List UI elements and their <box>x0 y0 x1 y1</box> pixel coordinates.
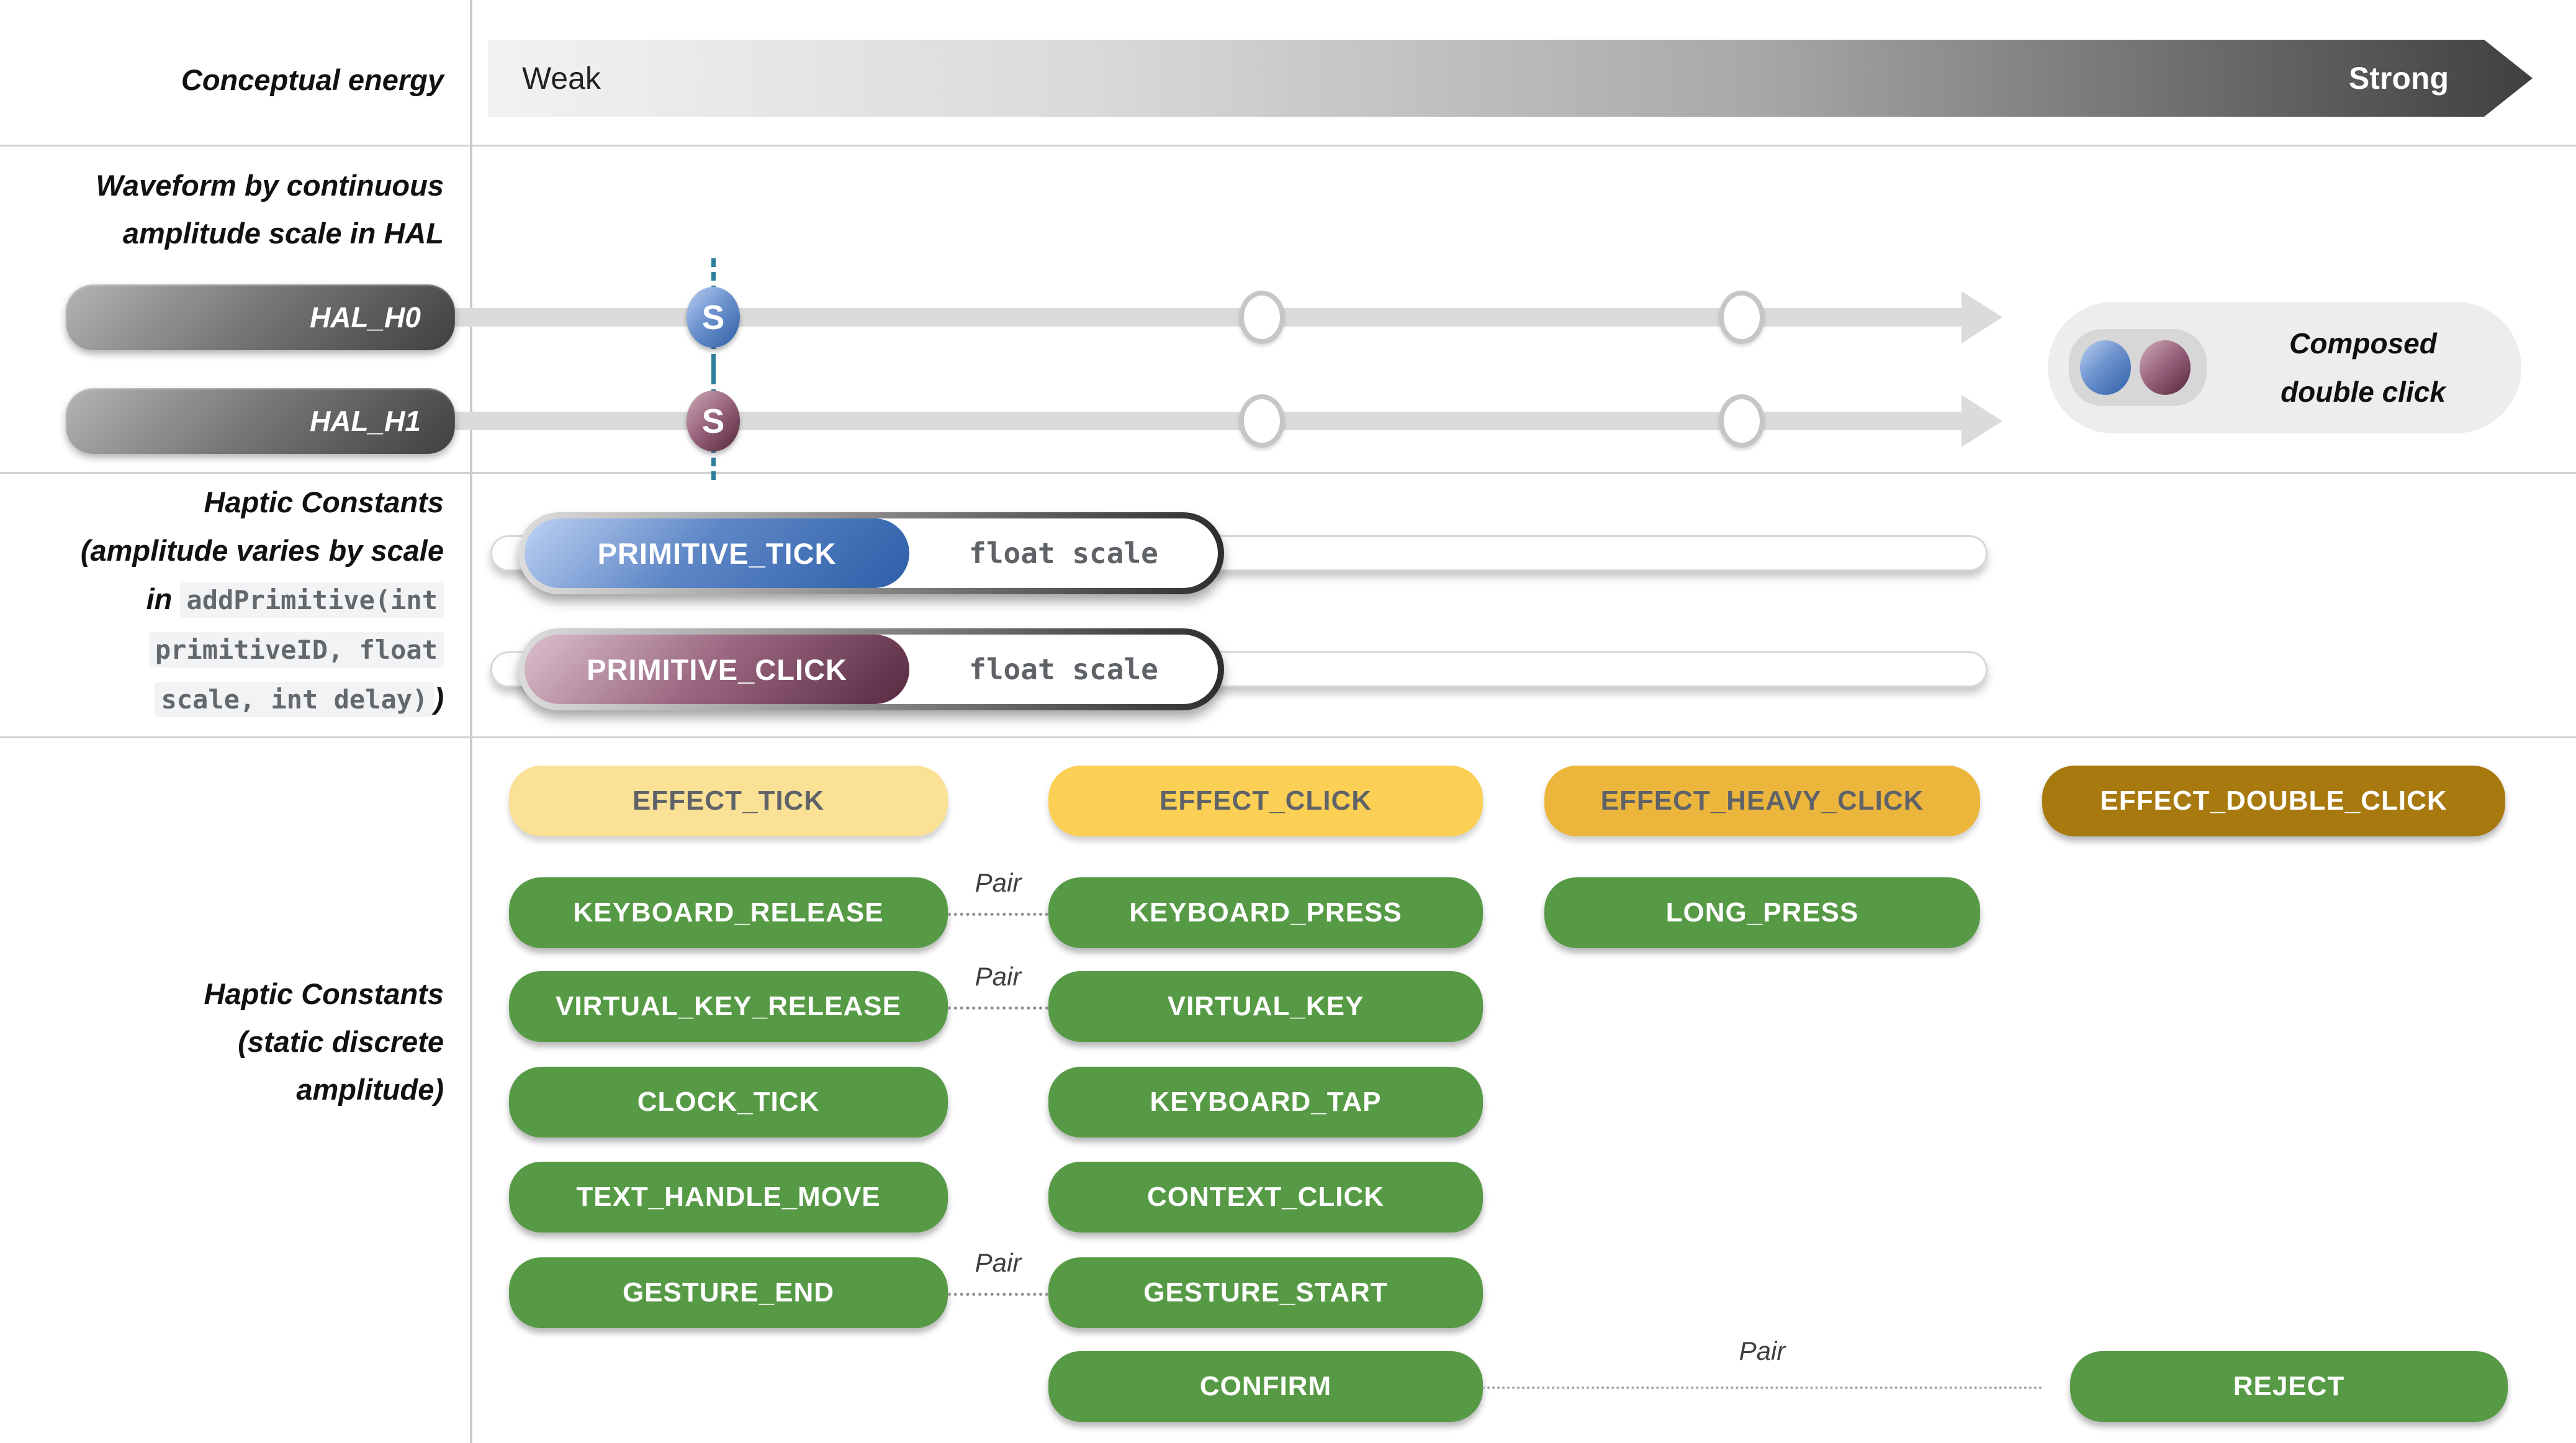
long-press-badge: LONG_PRESS <box>1544 877 1980 948</box>
confirm-badge: CONFIRM <box>1048 1351 1483 1422</box>
timeline-node-icon <box>1239 394 1285 448</box>
composed-dots-chip <box>2069 329 2207 406</box>
gesture-end-badge: GESTURE_END <box>509 1257 948 1328</box>
waveform-label: Waveform by continuous amplitude scale i… <box>0 161 444 257</box>
pair-label: Pair <box>975 1248 1022 1277</box>
primitives-label-code-line3: scale, int delay)) <box>0 674 444 724</box>
scale-marker-h0: S <box>687 287 740 348</box>
reject-badge: REJECT <box>2070 1351 2508 1422</box>
primitives-label-title: Haptic Constants <box>204 486 444 518</box>
timeline-node-icon <box>1239 291 1285 344</box>
virtual-key-badge: VIRTUAL_KEY <box>1048 971 1483 1042</box>
gesture-start-badge: GESTURE_START <box>1048 1257 1483 1328</box>
keyboard-tap-badge: KEYBOARD_TAP <box>1048 1067 1483 1138</box>
weak-label: Weak <box>522 61 601 96</box>
row-divider-2 <box>0 472 2576 474</box>
primitive-tick-capsule: PRIMITIVE_TICK float scale <box>518 512 1224 594</box>
primitive-tick-pill: PRIMITIVE_TICK <box>525 518 909 588</box>
column-divider <box>470 0 472 1443</box>
blue-dot-icon <box>2080 340 2131 395</box>
primitives-label-code-line2: primitiveID, float <box>0 625 444 674</box>
composed-label: Composed double click <box>2214 319 2512 416</box>
context-click-badge: CONTEXT_CLICK <box>1048 1162 1483 1233</box>
strong-label: Strong <box>2348 61 2449 96</box>
static-constants-label-line1: Haptic Constants <box>204 977 444 1010</box>
hal-h1-arrowhead-icon <box>1961 395 2002 447</box>
clock-tick-badge: CLOCK_TICK <box>509 1067 948 1138</box>
primitives-label: Haptic Constants (amplitude varies by sc… <box>0 478 444 724</box>
primitive-tick-capsule-inner: PRIMITIVE_TICK float scale <box>525 518 1218 588</box>
code-scale-delay: scale, int delay) <box>155 682 435 717</box>
effect-heavy-click-badge: EFFECT_HEAVY_CLICK <box>1544 766 1980 836</box>
virtual-key-release-badge: VIRTUAL_KEY_RELEASE <box>509 971 948 1042</box>
waveform-label-line1: Waveform by continuous <box>96 169 444 202</box>
static-constants-label: Haptic Constants (static discrete amplit… <box>0 970 444 1113</box>
hal-h0-arrowhead-icon <box>1961 291 2002 343</box>
primitives-label-code-line1: in addPrimitive(int <box>0 575 444 625</box>
text-handle-move-badge: TEXT_HANDLE_MOVE <box>509 1162 948 1233</box>
pair-label: Pair <box>975 868 1022 897</box>
timeline-node-icon <box>1719 394 1765 448</box>
timeline-node-icon <box>1719 291 1765 344</box>
pair-label: Pair <box>975 962 1022 991</box>
pair-connector-line <box>948 1293 1048 1296</box>
static-constants-label-line2: (static discrete <box>238 1025 444 1058</box>
effect-tick-badge: EFFECT_TICK <box>509 766 948 836</box>
effect-click-badge: EFFECT_CLICK <box>1048 766 1483 836</box>
primitive-tick-param: float scale <box>969 536 1158 570</box>
code-addprimitive: addPrimitive(int <box>180 582 444 618</box>
primitive-click-param: float scale <box>969 653 1158 686</box>
composed-double-click-card: Composed double click <box>2048 302 2521 433</box>
keyboard-press-badge: KEYBOARD_PRESS <box>1048 877 1483 948</box>
primitives-label-in: in <box>146 582 173 615</box>
pair-label: Pair <box>1739 1336 1786 1365</box>
static-constants-label-line3: amplitude) <box>296 1073 444 1106</box>
primitive-click-capsule-inner: PRIMITIVE_CLICK float scale <box>525 635 1218 704</box>
scale-marker-h1: S <box>687 391 740 451</box>
pair-connector-line-long <box>1482 1386 2042 1389</box>
effect-double-click-badge: EFFECT_DOUBLE_CLICK <box>2042 766 2505 836</box>
composed-label-line1: Composed <box>2289 327 2437 360</box>
composed-label-line2: double click <box>2281 376 2446 408</box>
primitive-click-capsule: PRIMITIVE_CLICK float scale <box>518 628 1224 710</box>
waveform-label-line2: amplitude scale in HAL <box>122 217 444 250</box>
row-divider-1 <box>0 145 2576 147</box>
conceptual-energy-label: Conceptual energy <box>181 63 444 96</box>
code-primitiveid: primitiveID, float <box>148 632 444 667</box>
plum-dot-icon <box>2140 340 2191 395</box>
hal-h0-pill: HAL_H0 <box>66 284 455 350</box>
primitive-click-pill: PRIMITIVE_CLICK <box>525 635 909 704</box>
pair-connector-line <box>948 1006 1048 1010</box>
pair-connector-line <box>948 913 1048 916</box>
energy-gradient-arrow: Weak Strong <box>488 40 2533 117</box>
hal-h1-pill: HAL_H1 <box>66 388 455 454</box>
primitives-label-close-paren: ) <box>434 682 444 715</box>
primitives-label-sub: (amplitude varies by scale <box>80 534 444 567</box>
row-divider-3 <box>0 736 2576 738</box>
keyboard-release-badge: KEYBOARD_RELEASE <box>509 877 948 948</box>
